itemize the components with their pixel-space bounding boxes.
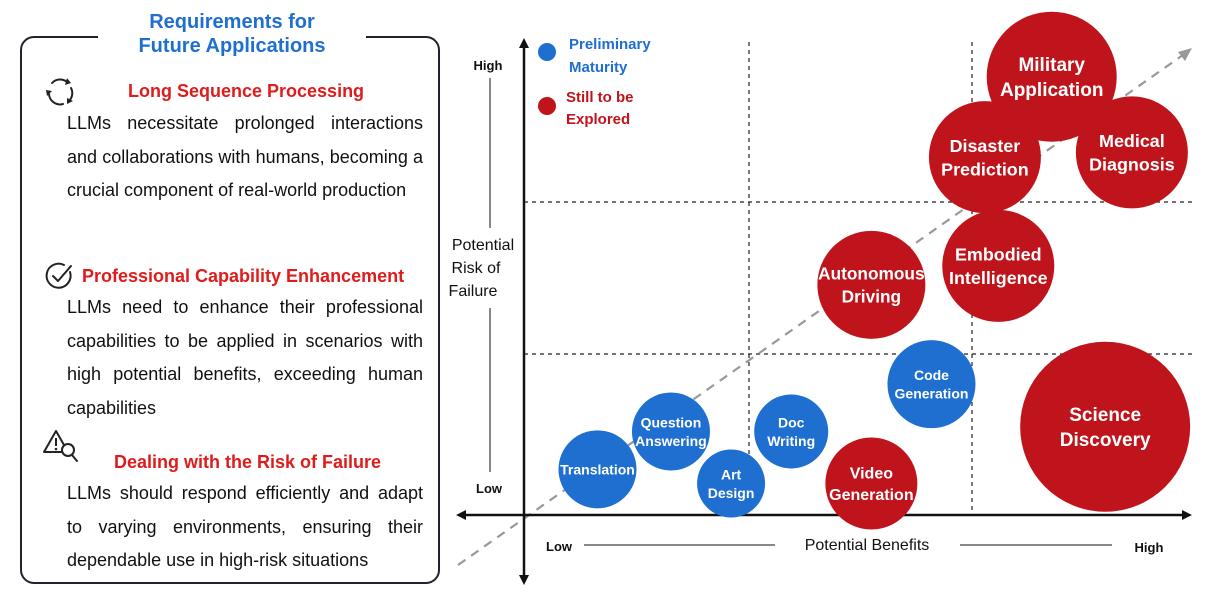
bubble-doc-writing — [754, 394, 829, 469]
bubble-label-science-discovery-2: Discovery — [1060, 430, 1151, 451]
bubble-label-autonomous-driving-1: Autonomous — [818, 264, 924, 284]
bubble-label-question-answering-2: Answering — [635, 433, 707, 449]
legend-swatch-explore — [538, 97, 556, 115]
y-axis-arrow-bottom — [519, 575, 529, 585]
bubble-label-doc-writing-1: Doc — [778, 414, 805, 430]
heading-professional-capability: Professional Capability Enhancement — [82, 266, 405, 286]
legend-swatch-preliminary — [538, 43, 556, 61]
bubble-label-art-design-1: Art — [721, 466, 742, 482]
panel-title-line-2: Future Applications — [138, 35, 326, 57]
bubble-medical-diagnosis — [1075, 96, 1188, 209]
bubble-label-question-answering-1: Question — [641, 414, 702, 430]
bubble-question-answering — [631, 392, 710, 471]
refresh-cycle-icon — [46, 78, 74, 106]
panel-title: Requirements for Future Applications — [98, 10, 366, 58]
bubble-label-military-application-2: Application — [1000, 80, 1103, 101]
x-axis-arrow — [1182, 510, 1192, 520]
bubble-video-generation — [825, 437, 918, 530]
bubble-embodied-intelligence — [942, 209, 1055, 322]
legend-preliminary-line-2: Maturity — [569, 59, 628, 76]
bubble-label-embodied-intelligence-2: Intelligence — [949, 268, 1048, 288]
y-axis-low-label: Low — [476, 481, 503, 496]
bubble-label-code-generation-1: Code — [914, 367, 949, 383]
heading-long-sequence: Long Sequence Processing — [128, 81, 365, 101]
bubble-label-code-generation-2: Generation — [895, 385, 969, 401]
bubble-label-science-discovery-1: Science — [1069, 405, 1141, 426]
bubble-label-medical-diagnosis-2: Diagnosis — [1089, 155, 1175, 175]
bubble-label-disaster-prediction-1: Disaster — [950, 136, 1021, 156]
bubble-label-video-generation-2: Generation — [829, 487, 913, 504]
bubble-label-disaster-prediction-2: Prediction — [941, 159, 1029, 179]
trend-arrowhead — [1178, 48, 1192, 61]
y-axis-label-line-2: Risk of — [452, 260, 501, 277]
bubble-label-embodied-intelligence-1: Embodied — [955, 245, 1042, 265]
warning-search-icon — [43, 430, 78, 462]
bubble-military-application — [986, 11, 1117, 142]
y-axis-high-label: High — [474, 58, 503, 73]
x-axis-label: Potential Benefits — [805, 537, 930, 554]
legend-preliminary-line-1: Preliminary — [569, 36, 651, 53]
bubble-translation — [558, 430, 637, 509]
y-axis-label-line-1: Potential — [452, 237, 514, 254]
x-axis-low-label: Low — [546, 539, 573, 554]
bubble-autonomous-driving — [817, 230, 926, 339]
bubble-label-translation-1: Translation — [560, 461, 635, 477]
legend-explore-line-2: Explored — [566, 111, 630, 128]
bubble-label-autonomous-driving-2: Driving — [842, 286, 901, 306]
check-circle-icon — [45, 262, 72, 289]
bubble-art-design — [697, 449, 766, 518]
body-professional-capability: LLMs need to enhance their professional … — [67, 297, 423, 418]
bubble-label-medical-diagnosis-1: Medical — [1099, 131, 1165, 151]
legend: Preliminary Maturity Still to be Explore… — [538, 36, 651, 128]
grid-lines — [524, 42, 1192, 515]
bubble-label-doc-writing-2: Writing — [767, 433, 815, 449]
bubble-disaster-prediction — [928, 101, 1041, 214]
bubble-label-art-design-2: Design — [708, 485, 755, 501]
legend-explore-line-1: Still to be — [566, 89, 634, 106]
x-axis-arrow-left — [456, 510, 466, 520]
body-long-sequence: LLMs necessitate prolonged interactions … — [67, 113, 423, 200]
x-axis-high-label: High — [1135, 540, 1164, 555]
panel-title-line-1: Requirements for — [149, 11, 315, 33]
y-axis-arrow — [519, 38, 529, 48]
body-risk-of-failure: LLMs should respond efficiently and adap… — [67, 483, 423, 570]
bubble-label-video-generation-1: Video — [850, 466, 894, 483]
bubble-science-discovery — [1020, 341, 1191, 512]
axes — [460, 46, 1184, 581]
y-axis-label-line-3: Failure — [449, 283, 498, 300]
bubble-label-military-application-1: Military — [1018, 55, 1085, 76]
heading-risk-of-failure: Dealing with the Risk of Failure — [114, 452, 382, 472]
bubble-code-generation — [887, 340, 976, 429]
